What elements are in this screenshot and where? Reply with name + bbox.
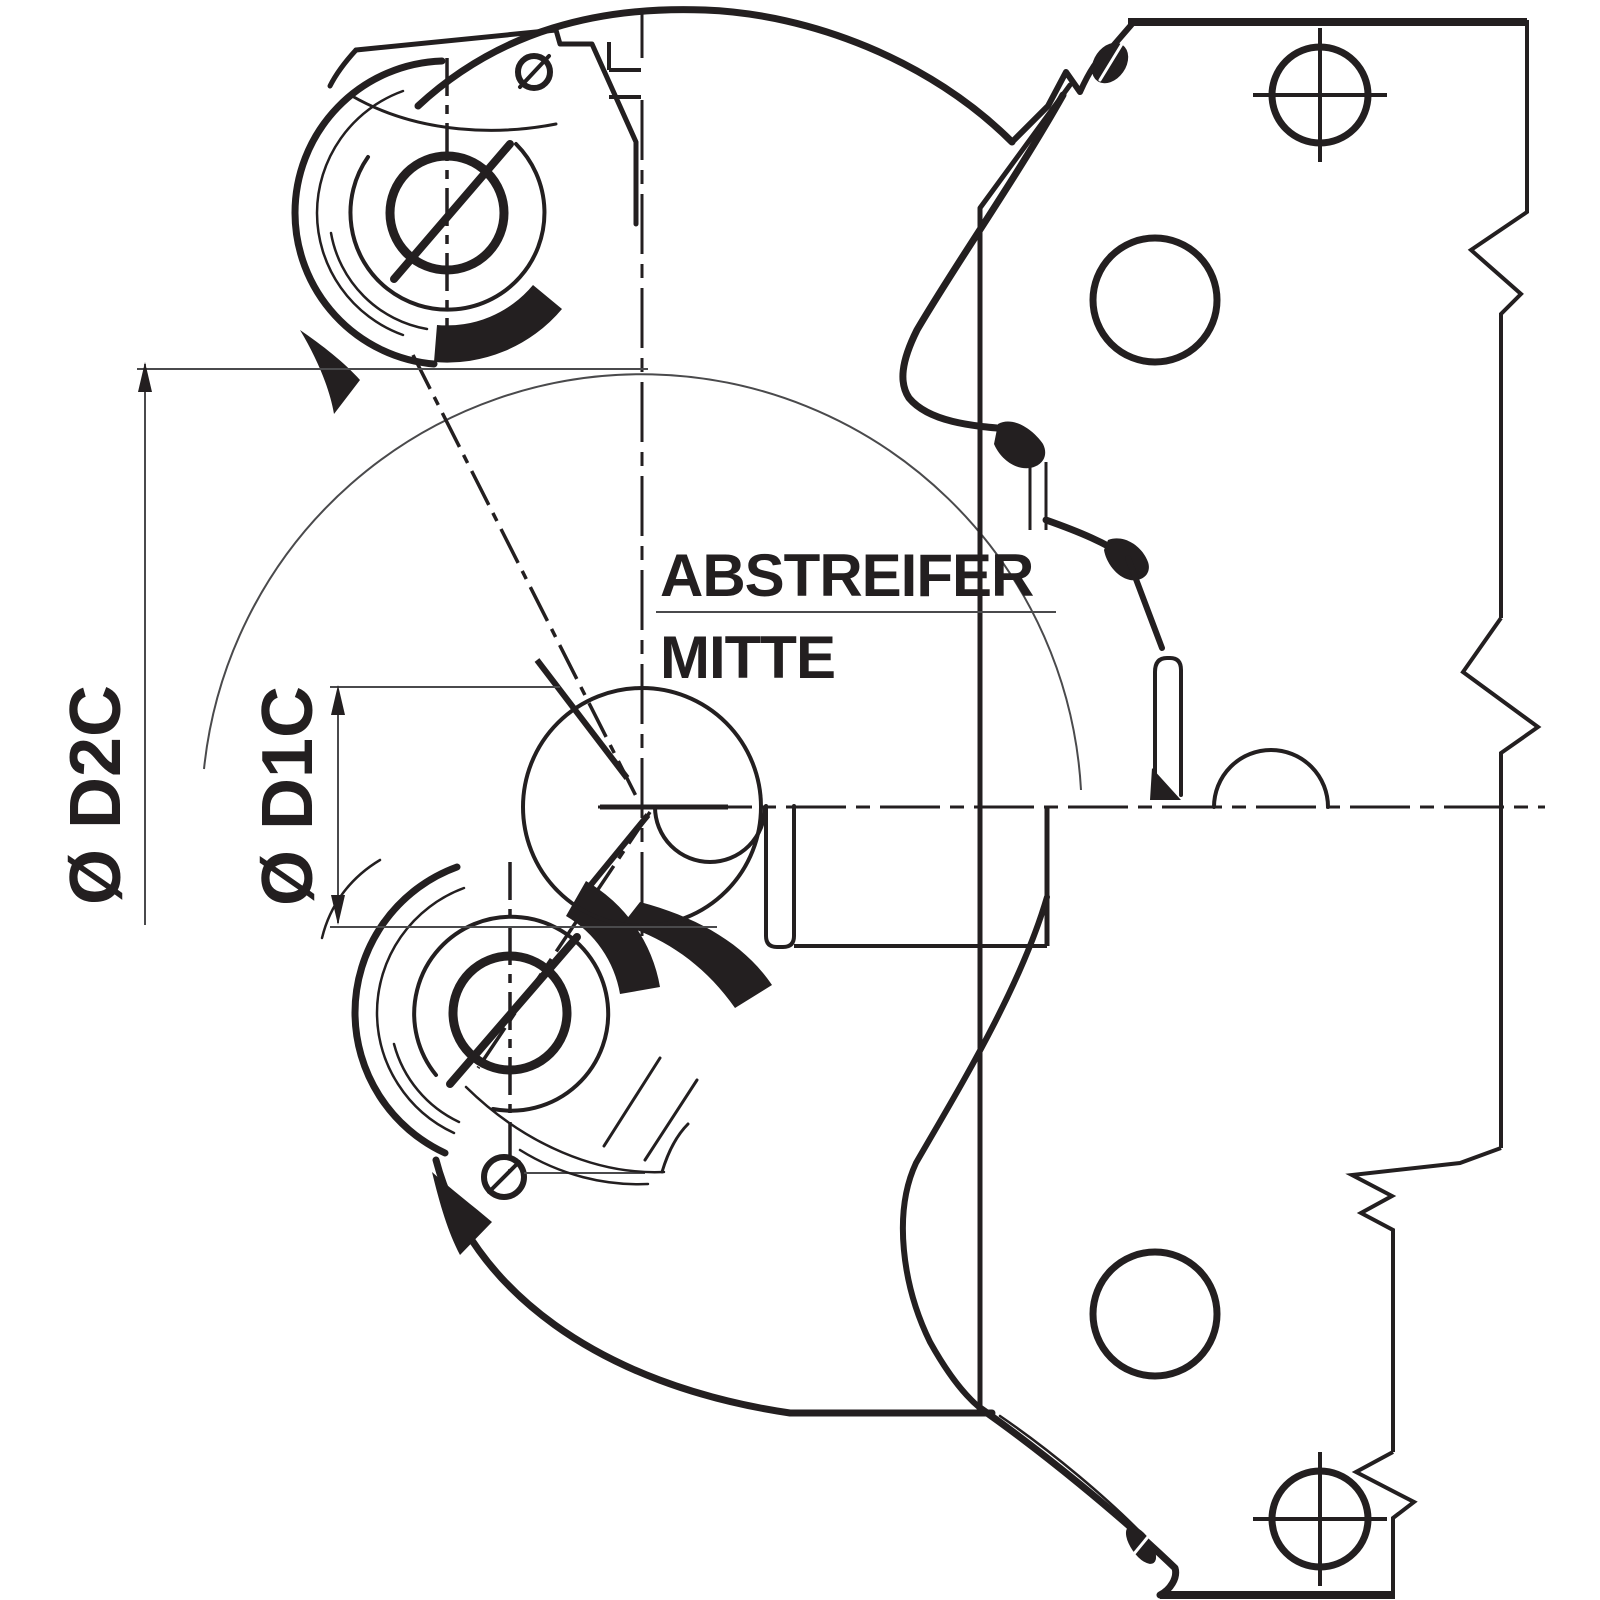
callout-line1: ABSTREIFER (660, 542, 1034, 609)
plate-left-edge (977, 82, 1073, 1411)
arrow-down-d1c (331, 895, 345, 925)
crosshair-hole-top (1253, 28, 1387, 162)
break-line-2 (1460, 616, 1542, 1148)
scraper-body-outline (414, 6, 1330, 1417)
crosshair-hole-bottom (1253, 1452, 1387, 1586)
bottom-roller-bore (448, 951, 572, 1075)
half-bore-upper (1212, 748, 1330, 809)
blade-tip-upper (994, 421, 1046, 469)
callout-line2: MITTE (660, 624, 835, 691)
dimension-d2c: Ø D2C (56, 362, 648, 925)
top-pin (515, 53, 553, 91)
callout-abstreifer-mitte: ABSTREIFER MITTE (656, 542, 1056, 691)
flap-top (300, 330, 360, 414)
half-bore-lower (653, 805, 767, 864)
top-cap (353, 27, 639, 227)
top-roller-assembly (291, 27, 641, 414)
bottom-roller-assembly (320, 858, 772, 1255)
plate-right-edge-upper (1467, 20, 1529, 618)
bottom-roller-bore-slash (446, 933, 581, 1088)
dim-label-d2c: Ø D2C (56, 685, 136, 905)
top-center-notch (607, 42, 641, 99)
plain-hole-top (1089, 234, 1221, 366)
roller-crescent-bottom (566, 881, 660, 994)
bottom-roller-axis (476, 811, 652, 1069)
top-roller-bore (385, 151, 509, 275)
arrow-up-d2c (138, 362, 152, 392)
plain-hole-bottom (1089, 1248, 1221, 1380)
top-roller-axis (411, 354, 640, 801)
dimension-d1c: Ø D1C (248, 685, 717, 928)
plate-notch-upper (1153, 656, 1183, 797)
flap-bottom (432, 1172, 492, 1255)
break-line-4 (1351, 1450, 1418, 1595)
dim-label-d1c: Ø D1C (248, 686, 328, 906)
roller-crescent-top (434, 285, 562, 363)
top-roller-bore-slash (390, 140, 514, 283)
plate-holes (1089, 28, 1387, 1586)
break-line-3 (1345, 1146, 1502, 1452)
key-slot (764, 804, 796, 949)
arrow-up-d1c (331, 685, 345, 715)
pitch-circle (203, 373, 1082, 791)
bottom-pin (481, 1154, 527, 1200)
mounting-plate (850, 18, 1542, 1599)
